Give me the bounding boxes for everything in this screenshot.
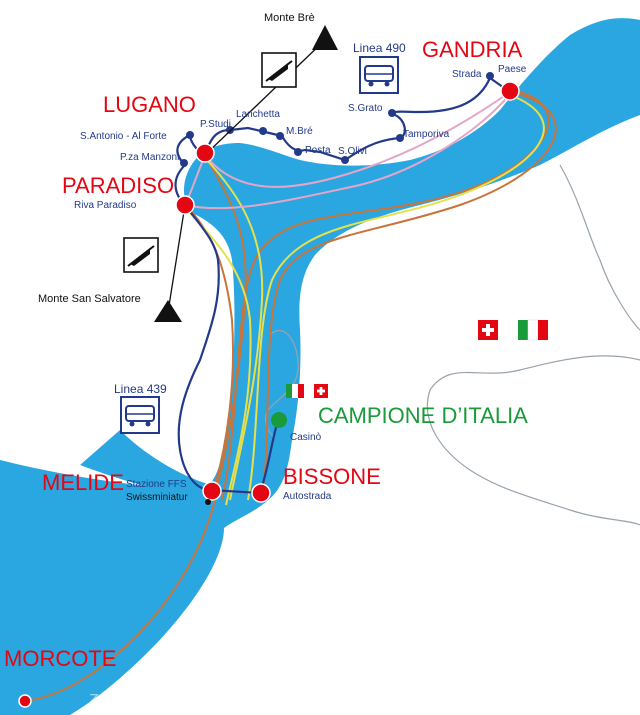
city-gandria: GANDRIA	[422, 37, 523, 62]
swiss-flag-icon	[314, 384, 328, 398]
mountain-peak-icon	[312, 25, 338, 50]
city-campione: CAMPIONE D’ITALIA	[318, 403, 528, 428]
stop-casino: Casinò	[290, 432, 322, 443]
boat-routes	[24, 89, 557, 702]
italian-flag-icon	[286, 384, 304, 398]
funicular-lines	[167, 39, 326, 313]
bus-icon	[120, 396, 160, 434]
bissone-marker	[251, 483, 271, 503]
bus-stops	[180, 72, 494, 167]
morcote-marker	[18, 694, 32, 708]
city-melide: MELIDE	[42, 470, 124, 495]
watermark: ZurichGuide.ru	[87, 692, 194, 709]
stop-p-za-manzoni: P.za Manzoni	[120, 152, 179, 163]
stop-strada: Strada	[452, 69, 482, 80]
funicular-icon	[123, 237, 159, 273]
swissminiatur-marker	[205, 499, 211, 505]
bus-icon	[359, 56, 399, 94]
stop-s-grato: S.Grato	[348, 103, 383, 114]
city-lugano: LUGANO	[103, 92, 196, 117]
swiss-flag-icon	[478, 320, 498, 340]
stop-tamporiva: Tamporiva	[403, 129, 450, 140]
mountain-peak-icon	[154, 300, 182, 322]
lugano-marker	[195, 143, 215, 163]
gandria-marker	[500, 81, 520, 101]
funicular-icon	[261, 52, 297, 88]
stop-m-bre: M.Bré	[286, 126, 313, 137]
stop-labels: S.Antonio - Al Forte P.za Manzoni P.Stud…	[74, 64, 527, 502]
lake-water	[0, 18, 640, 715]
stop-paese: Paese	[498, 64, 527, 75]
paradiso-marker	[175, 195, 195, 215]
bus-line-490-label: Linea 490	[353, 41, 406, 55]
bus-line-439-label: Linea 439	[114, 382, 167, 396]
stop-riva-paradiso: Riva Paradiso	[74, 200, 137, 211]
stop-autostrada: Autostrada	[283, 491, 332, 502]
campione-marker	[271, 412, 287, 428]
city-paradiso: PARADISO	[62, 173, 174, 198]
stop-p-studi: P.Studi	[200, 119, 231, 130]
city-markers	[18, 81, 520, 708]
stop-stazione-ffs: Stazione FFS	[126, 479, 187, 490]
stop-swissminiatur: Swissminiatur	[126, 492, 188, 503]
italian-flag-icon	[518, 319, 548, 341]
mountain-monte-san-salvatore: Monte San Salvatore	[38, 293, 141, 305]
stop-lanchetta: Lanchetta	[236, 109, 280, 120]
stop-s-olivi: S.Olivi	[338, 146, 367, 157]
melide-marker	[202, 481, 222, 501]
city-bissone: BISSONE	[283, 464, 381, 489]
stop-s-antonio: S.Antonio - Al Forte	[80, 131, 167, 142]
mountain-monte-bre: Monte Brè	[264, 12, 315, 24]
stop-posta: Posta	[305, 145, 331, 156]
city-morcote: MORCOTE	[4, 646, 116, 671]
